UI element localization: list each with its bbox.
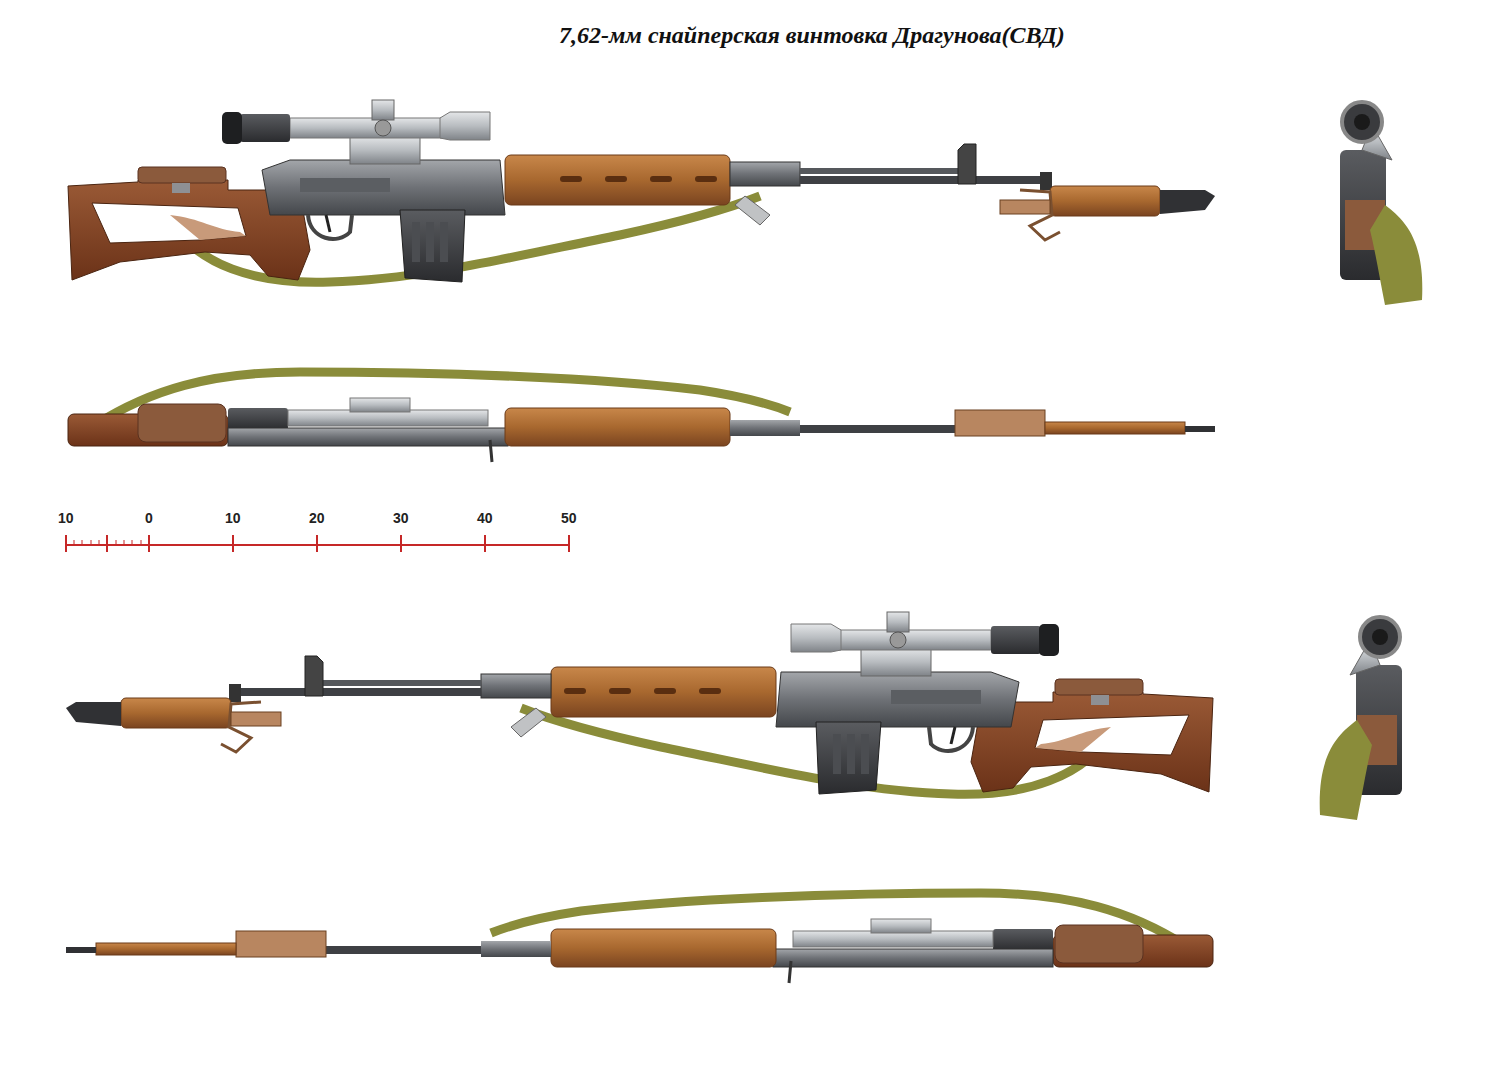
title: 7,62-мм снайперская винтовка Драгунова(С… [559, 22, 1065, 49]
scale-number: 20 [309, 510, 325, 526]
scale-number: 30 [393, 510, 409, 526]
scale-number: 50 [561, 510, 577, 526]
scale-number: 40 [477, 510, 493, 526]
scale-number: 0 [145, 510, 153, 526]
scale-number: 10 [225, 510, 241, 526]
scale-number: 10 [58, 510, 74, 526]
scale-bar [66, 535, 569, 552]
